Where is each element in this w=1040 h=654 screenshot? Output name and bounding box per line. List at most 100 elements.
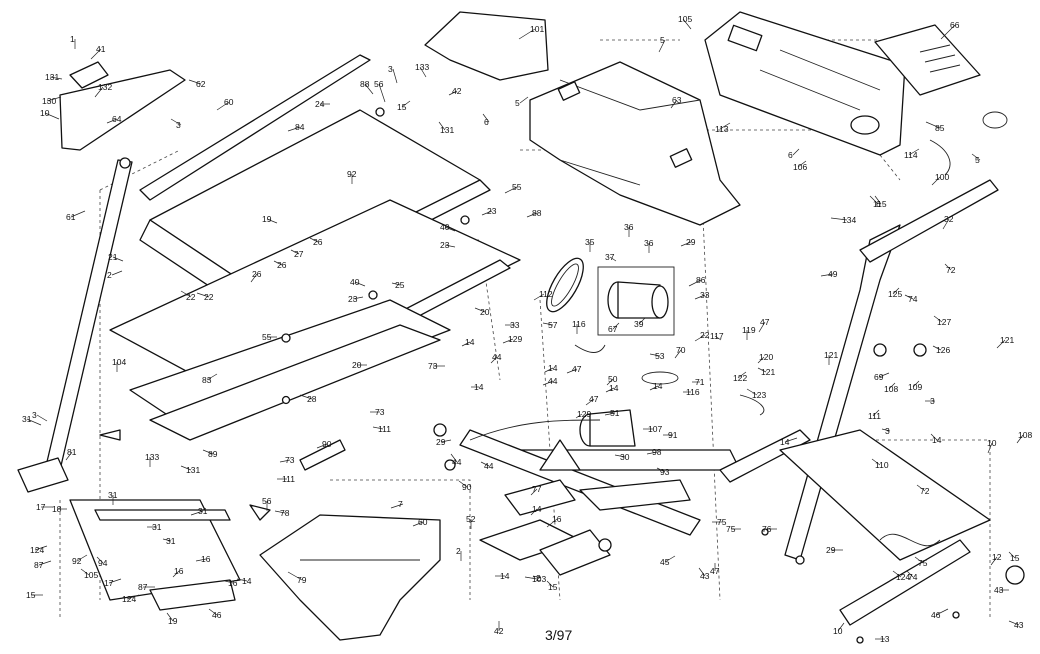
part-callout-label: 133 xyxy=(145,452,159,462)
part-callout-label: 75 xyxy=(726,524,736,534)
part-callout-label: 29 xyxy=(686,237,696,247)
part-callout-label: 47 xyxy=(589,394,599,404)
leader-line xyxy=(49,76,63,80)
part-callout-label: 71 xyxy=(695,377,705,387)
part-callout-label: 90 xyxy=(322,439,332,449)
part-callout-label: 26 xyxy=(277,260,287,270)
leader-line xyxy=(737,371,747,379)
leader-line xyxy=(614,454,626,458)
part-callout-label: 78 xyxy=(280,508,290,518)
part-callout-label: 73 xyxy=(428,361,438,371)
leader-line xyxy=(830,217,848,221)
leader-line xyxy=(166,612,174,622)
leader-line xyxy=(96,556,104,564)
leader-line xyxy=(649,385,659,391)
console-part xyxy=(704,11,906,156)
leader-line xyxy=(448,90,458,96)
leader-line xyxy=(792,148,800,156)
part-callout-label: 110 xyxy=(875,460,889,470)
base-frame-part xyxy=(779,429,1025,626)
leader-line xyxy=(670,99,678,109)
part-callout-label: 47 xyxy=(572,364,582,374)
part-callout-label: 112 xyxy=(539,289,553,299)
part-callout-label: 74 xyxy=(908,572,918,582)
leader-line xyxy=(656,467,666,473)
part-callout-label: 16 xyxy=(552,514,562,524)
leader-line xyxy=(916,484,926,492)
leader-line xyxy=(106,118,118,124)
hardware-part xyxy=(99,107,960,644)
leader-line xyxy=(172,570,180,578)
part-callout-label: 122 xyxy=(733,373,747,383)
leader-line xyxy=(942,218,950,230)
leader-line xyxy=(971,153,981,161)
leader-line xyxy=(352,296,364,300)
part-callout-label: 69 xyxy=(874,372,884,382)
part-callout-label: 2 xyxy=(536,573,541,583)
leader-line xyxy=(609,256,617,262)
part-callout-label: 5 xyxy=(660,35,665,45)
leader-line xyxy=(820,273,834,277)
leader-line xyxy=(694,294,706,300)
part-callout-label: 72 xyxy=(920,486,930,496)
leader-line xyxy=(542,380,554,386)
part-callout-label: 108 xyxy=(1018,430,1032,440)
leader-line xyxy=(714,335,722,341)
part-callout-label: 15 xyxy=(397,102,407,112)
leader-line xyxy=(392,68,398,84)
leader-line xyxy=(108,578,122,584)
leader-line xyxy=(36,414,48,422)
rear-foot-part xyxy=(69,499,241,611)
part-callout-label: 111 xyxy=(378,424,391,434)
leader-line xyxy=(390,503,404,509)
leader-line xyxy=(38,560,52,566)
leader-line xyxy=(605,387,615,393)
leader-line xyxy=(180,290,192,298)
part-callout-label: 73 xyxy=(285,455,295,465)
leader-line xyxy=(1016,434,1024,444)
leader-line xyxy=(236,578,248,582)
part-callout-label: 64 xyxy=(112,114,122,124)
part-callout-label: 47 xyxy=(760,317,770,327)
part-callout-label: 22 xyxy=(186,292,196,302)
part-callout-label: 10 xyxy=(40,108,50,118)
part-callout-label: 46 xyxy=(212,610,222,620)
leader-line xyxy=(606,378,614,386)
part-callout-label: 81 xyxy=(67,447,77,457)
leader-line xyxy=(944,263,952,271)
part-callout-label: 30 xyxy=(620,452,630,462)
leader-line xyxy=(932,345,942,351)
part-callout-label: 75 xyxy=(918,558,928,568)
part-callout-label: 23 xyxy=(348,294,358,304)
leader-line xyxy=(299,394,313,400)
part-callout-label: 126 xyxy=(936,345,950,355)
part-callout-label: 3 xyxy=(885,426,890,436)
leader-line xyxy=(719,122,731,130)
part-callout-label: 14 xyxy=(474,382,484,392)
leader-line xyxy=(906,570,914,578)
leader-line xyxy=(931,176,941,186)
leader-line xyxy=(273,260,283,266)
part-callout-label: 15 xyxy=(548,582,558,592)
part-callout-label: 19 xyxy=(168,616,178,626)
part-callout-label: 20 xyxy=(352,360,362,370)
part-callout-label: 119 xyxy=(742,325,756,335)
part-callout-label: 35 xyxy=(585,237,595,247)
leader-line xyxy=(190,510,204,516)
leader-line xyxy=(188,79,202,85)
leader-line xyxy=(542,322,554,326)
leader-line xyxy=(216,101,230,111)
front-cover-part xyxy=(424,11,549,81)
part-callout-label: 56 xyxy=(262,496,272,506)
motor-part xyxy=(579,409,636,447)
part-callout-label: 42 xyxy=(452,86,462,96)
leader-line xyxy=(502,338,514,344)
leader-line xyxy=(111,270,123,276)
part-callout-label: 116 xyxy=(572,319,586,329)
part-callout-label: 3 xyxy=(32,410,37,420)
walking-deck-part xyxy=(109,54,521,441)
part-callout-label: 26 xyxy=(252,269,262,279)
part-callout-label: 10 xyxy=(833,626,843,636)
